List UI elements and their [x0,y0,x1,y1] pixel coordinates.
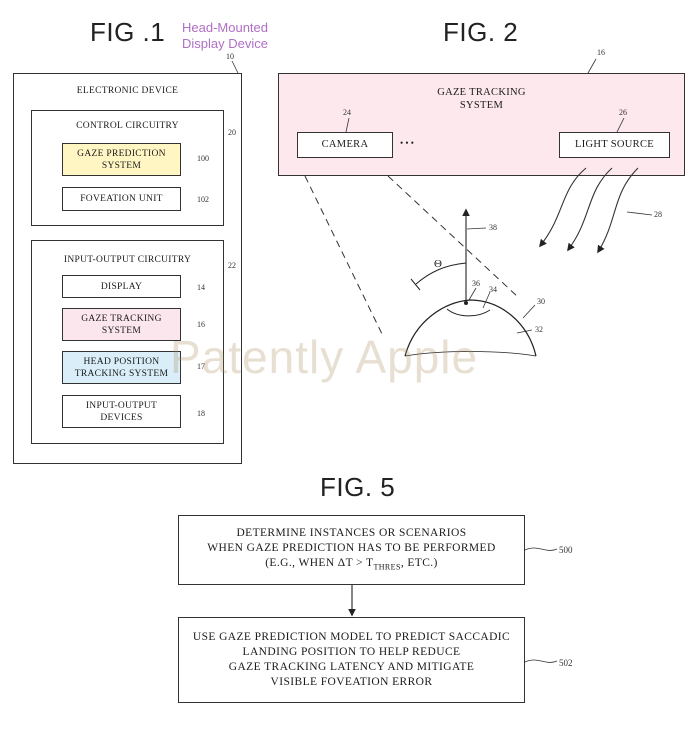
step500-line3-post: , ETC.) [400,556,438,569]
light-ray-1 [539,167,587,248]
light-ray-2 [567,167,613,252]
gaze-tracking-system-box-fig1: GAZE TRACKING SYSTEM [62,308,181,341]
step500-line1: DETERMINE INSTANCES OR SCENARIOS [236,526,467,539]
display-label: DISPLAY [100,281,143,292]
ref-32-leader [516,329,533,334]
eye-lower-lid [404,351,537,357]
ref-502: 502 [559,658,573,668]
theta-arc [415,262,467,285]
fig1-title: FIG .1 [90,17,166,47]
gaze-tracking-system-title-line2: SYSTEM [459,100,504,111]
ref-30-leader [522,304,536,319]
ref-26: 26 [619,108,627,117]
ref-10-leader [231,60,239,74]
step500-line3-pre: (E.G., WHEN ΔT > T [265,556,374,569]
ref-100: 100 [197,154,209,163]
ref-102: 102 [197,195,209,204]
foveation-unit-box: FOVEATION UNIT [62,187,181,211]
camera-label: CAMERA [321,139,369,150]
theta-label: Θ [434,258,442,270]
step502-line2: LANDING POSITION TO HELP REDUCE [242,646,461,658]
input-output-devices-box: INPUT-OUTPUT DEVICES [62,395,181,428]
ref-500: 500 [559,545,573,555]
gaze-tracking-line2: SYSTEM [101,325,142,336]
gaze-tracking-system-panel: GAZE TRACKING SYSTEM [278,73,685,176]
iris-arc [446,308,491,317]
flow-step-500: DETERMINE INSTANCES OR SCENARIOS WHEN GA… [178,515,525,585]
ref-502-leader [524,659,558,663]
ref-17: 17 [197,362,205,371]
control-circuitry-label: CONTROL CIRCUITRY [76,121,179,131]
head-position-line2: TRACKING SYSTEM [74,368,169,379]
light-source-label: LIGHT SOURCE [575,139,654,150]
gaze-tracking-line1: GAZE TRACKING [81,313,162,324]
fig1-annotation-line2: Display Device [182,36,268,51]
ref-28: 28 [654,210,662,219]
ref-24-leader [345,117,350,133]
fig1-annotation-line1: Head-Mounted [182,20,268,35]
theta-arc-end [410,278,421,291]
step502-line4: VISIBLE FOVEATION ERROR [270,676,433,688]
head-position-line1: HEAD POSITION [83,356,160,367]
ref-38: 38 [489,223,497,232]
ref-22: 22 [228,261,236,270]
watermark: Patently Apple [170,331,479,383]
flow-step-502: USE GAZE PREDICTION MODEL TO PREDICT SAC… [178,617,525,703]
fig1-annotation: Head-Mounted Display Device [182,20,268,52]
camera-view-line-right [387,175,519,298]
step500-line3: (E.G., WHEN ΔT > TTHRES, ETC.) [265,556,438,574]
io-devices-line2: DEVICES [100,412,143,423]
camera-box: CAMERA [297,132,393,158]
ref-14: 14 [197,283,205,292]
head-position-tracking-box: HEAD POSITION TRACKING SYSTEM [62,351,181,384]
ref-500-leader [524,547,558,551]
ref-28-leader [626,211,653,216]
io-devices-line1: INPUT-OUTPUT [85,400,158,411]
ref-32: 32 [535,325,543,334]
ellipsis-dots: • • • [400,138,414,148]
step500-line3-sub: THRES [373,562,401,572]
fig5-connectors [348,547,558,663]
step502-line3: GAZE TRACKING LATENCY AND MITIGATE [228,661,475,673]
ref-20: 20 [228,128,236,137]
ref-24: 24 [343,108,351,117]
fig2-title: FIG. 2 [443,17,519,47]
step500-line2: WHEN GAZE PREDICTION HAS TO BE PERFORMED [207,541,496,554]
gaze-tracking-system-title-line1: GAZE TRACKING [437,87,526,98]
ref-36-leader [468,287,477,301]
ref-34-leader [482,291,491,309]
pupil-center [464,301,468,305]
ref-34: 34 [489,285,497,294]
gaze-tracking-system-title: GAZE TRACKING SYSTEM [279,86,684,112]
gaze-prediction-system-box: GAZE PREDICTION SYSTEM [62,143,181,176]
fig2-eye-illustration [231,58,653,357]
ref-36: 36 [472,279,480,288]
gaze-prediction-line1: GAZE PREDICTION [77,148,166,159]
eyeball [404,299,537,357]
electronic-device-label: ELECTRONIC DEVICE [76,86,179,96]
light-source-box: LIGHT SOURCE [559,132,670,158]
ref-30: 30 [537,297,545,306]
step502-line1: USE GAZE PREDICTION MODEL TO PREDICT SAC… [192,631,511,643]
gaze-prediction-line2: SYSTEM [101,160,142,171]
ref-16-fig2-leader [587,58,597,74]
input-output-circuitry-label: INPUT-OUTPUT CIRCUITRY [63,255,192,265]
display-box: DISPLAY [62,275,181,298]
ref-26-leader [616,117,625,133]
light-ray-3 [597,167,639,254]
camera-view-line-left [304,175,384,337]
ref-38-leader [466,227,487,230]
ref-10: 10 [226,52,234,61]
ref-16-fig1: 16 [197,320,205,329]
foveation-unit-label: FOVEATION UNIT [80,194,163,204]
fig5-title: FIG. 5 [320,472,396,502]
ref-16-fig2: 16 [597,48,605,57]
ref-18: 18 [197,409,205,418]
